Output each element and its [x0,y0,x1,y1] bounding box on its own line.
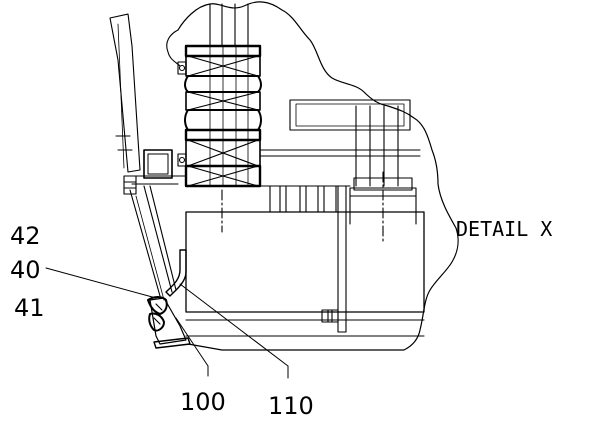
leader-lines [45,267,289,379]
column [209,3,249,47]
lower-bracket [147,296,191,349]
base-block [185,185,425,337]
hook-clip [165,249,187,297]
callout-42: 42 [10,222,41,250]
callout-110: 110 [268,392,314,420]
callout-100: 100 [180,388,226,416]
break-line-left [166,29,181,67]
upper-structure [259,99,421,187]
rib-group [259,185,351,213]
fastener-mid [177,153,187,167]
cylinder-boss [349,171,417,243]
fastener-top [177,61,187,75]
detail-title: DETAIL X [456,217,552,241]
callout-40: 40 [10,256,41,284]
side-plate [109,13,187,195]
callout-41: 41 [14,294,45,322]
link-arm [129,185,177,301]
break-line [177,1,459,351]
spring-stack [184,44,262,188]
